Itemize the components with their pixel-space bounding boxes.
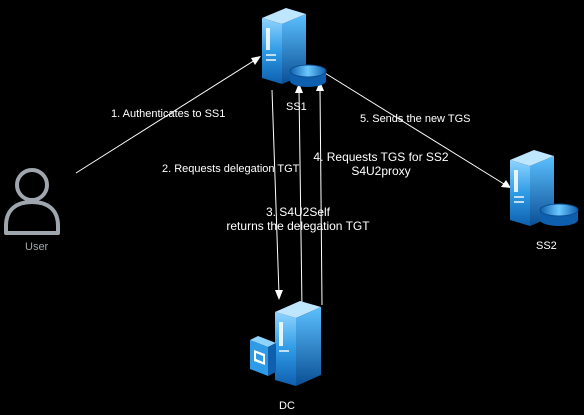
- edge-s4u2proxy: [319, 87, 323, 306]
- edge-authenticate: [75, 59, 256, 174]
- ss1-database-icon: [289, 64, 327, 87]
- edge-5-label: 5. Sends the new TGS: [360, 113, 471, 125]
- edge-4-label-line1: 4. Requests TGS for SS2: [313, 150, 449, 164]
- arrowhead-dc: [275, 290, 283, 300]
- edge-s4u2self: [298, 89, 303, 309]
- edge-2-label: 2. Requests delegation TGT: [162, 163, 300, 175]
- ss2-label: SS2: [536, 240, 557, 252]
- ss1-label: SS1: [286, 101, 307, 113]
- user-label: User: [25, 241, 49, 253]
- dc-server-icon: [275, 301, 321, 386]
- arrowhead-ss2: [501, 180, 511, 188]
- arrowhead-ss1-3: [295, 83, 303, 93]
- edge-sends-tgs: [319, 69, 505, 185]
- edge-1-label: 1. Authenticates to SS1: [111, 108, 226, 120]
- ss2-database-icon: [539, 203, 579, 226]
- edge-requests-delegation: [271, 89, 280, 295]
- dc-directory-icon: [250, 336, 276, 376]
- user-icon: [4, 168, 60, 235]
- dc-label: DC: [279, 400, 295, 412]
- edge-3-label-line2: returns the delegation TGT: [226, 219, 370, 233]
- edge-4-label-line2: S4U2proxy: [351, 164, 411, 178]
- arrowhead-ss1-4: [316, 81, 324, 91]
- edge-3-label: 3. S4U2Self returns the delegation TGT: [225, 205, 371, 233]
- arrowhead-ss1-1: [251, 56, 261, 65]
- edge-4-label: 4. Requests TGS for SS2 S4U2proxy: [313, 150, 449, 178]
- edge-3-label-line1: 3. S4U2Self: [265, 205, 331, 219]
